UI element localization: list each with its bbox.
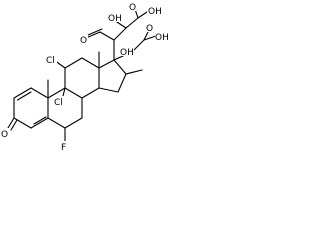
ketone-o-label: O: [80, 36, 87, 46]
side-acid-oh-label: OH: [155, 33, 169, 43]
atom-labels: OH O OH O Cl OH O OH Cl O F: [1, 1, 169, 153]
cl-11-label: Cl: [46, 56, 55, 66]
oh-17-label: OH: [120, 48, 134, 58]
ring-b-bonds: [47, 87, 83, 129]
ring-d-bonds: [98, 59, 127, 93]
acid-oh-label: OH: [148, 7, 162, 17]
f-6-label: F: [61, 143, 66, 153]
acid-carbonyl-o-label: O: [129, 3, 136, 13]
steroid-structure-diagram: OH O OH O Cl OH O OH Cl O F: [1, 1, 169, 153]
oh-top-label: OH: [108, 14, 122, 24]
ring-c-bonds: [64, 57, 100, 99]
c3-o-label: O: [1, 130, 8, 140]
substituent-bonds: [7, 5, 157, 143]
side-acid-o-label: O: [146, 24, 153, 34]
ring-a-bonds: [13, 87, 49, 129]
cl-9-label: Cl: [54, 98, 63, 108]
